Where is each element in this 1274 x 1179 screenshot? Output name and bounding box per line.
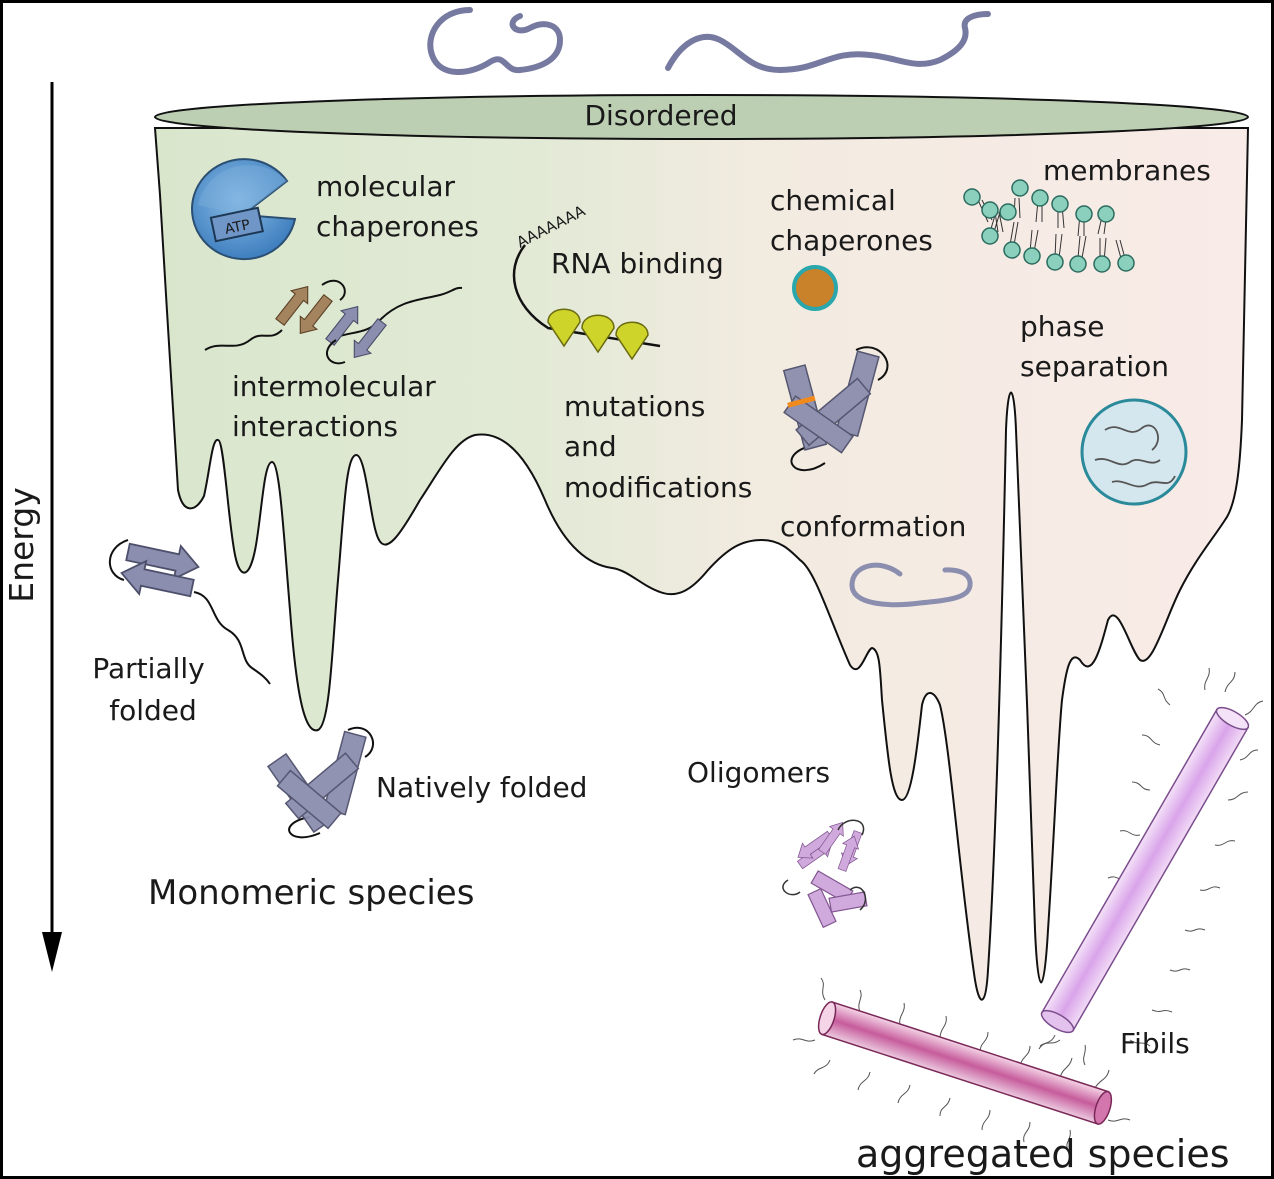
- fibrils-label: Fibils: [1120, 1027, 1190, 1060]
- mutated-protein-icon: [782, 346, 889, 472]
- conformation-label: conformation: [780, 510, 966, 543]
- oligomer-cluster-icon: [782, 817, 868, 929]
- molecular-chaperones-label: molecular chaperones: [316, 170, 479, 243]
- natively-folded-label: Natively folded: [376, 771, 587, 804]
- disordered-label: Disordered: [585, 99, 738, 132]
- conformation-loop-icon: [849, 562, 973, 608]
- lipid-bilayer-icon: [963, 179, 1135, 273]
- chemical-chaperones-label: chemical chaperones: [770, 184, 933, 257]
- fibril-rod-icon: [792, 667, 1264, 1151]
- folded-protein-icon: [266, 726, 375, 839]
- atp-label: ATP: [223, 217, 251, 238]
- monomeric-species-label: Monomeric species: [148, 873, 474, 913]
- chaperone-pacman-icon: ATP: [191, 158, 297, 261]
- energy-axis-label: Energy: [2, 487, 41, 603]
- funnel-rim: [154, 94, 1249, 140]
- energy-axis: Energy: [2, 82, 62, 972]
- chemical-chaperone-droplet-icon: [792, 265, 838, 311]
- phase-separation-label: phase separation: [1020, 310, 1169, 383]
- energy-funnel: [153, 94, 1250, 1001]
- mutations-and-modifications-label: mutations and modifications: [564, 390, 752, 504]
- partially-folded-icon: [108, 534, 271, 685]
- energy-arrow-icon: [42, 932, 62, 972]
- intermolecular-interactions-label: intermolecular interactions: [232, 370, 445, 443]
- disordered-chain-icon: [427, 7, 991, 75]
- beta-sheet-icon: [204, 279, 463, 365]
- aggregated-species-label: aggregated species: [856, 1132, 1230, 1176]
- funnel-body: [153, 127, 1250, 1001]
- membranes-label: membranes: [1043, 154, 1211, 187]
- rna-binding-label: RNA binding: [551, 247, 724, 280]
- condensate-droplet-icon: [1080, 398, 1188, 506]
- partially-folded-label: Partially folded: [92, 652, 213, 727]
- oligomers-label: Oligomers: [687, 756, 830, 789]
